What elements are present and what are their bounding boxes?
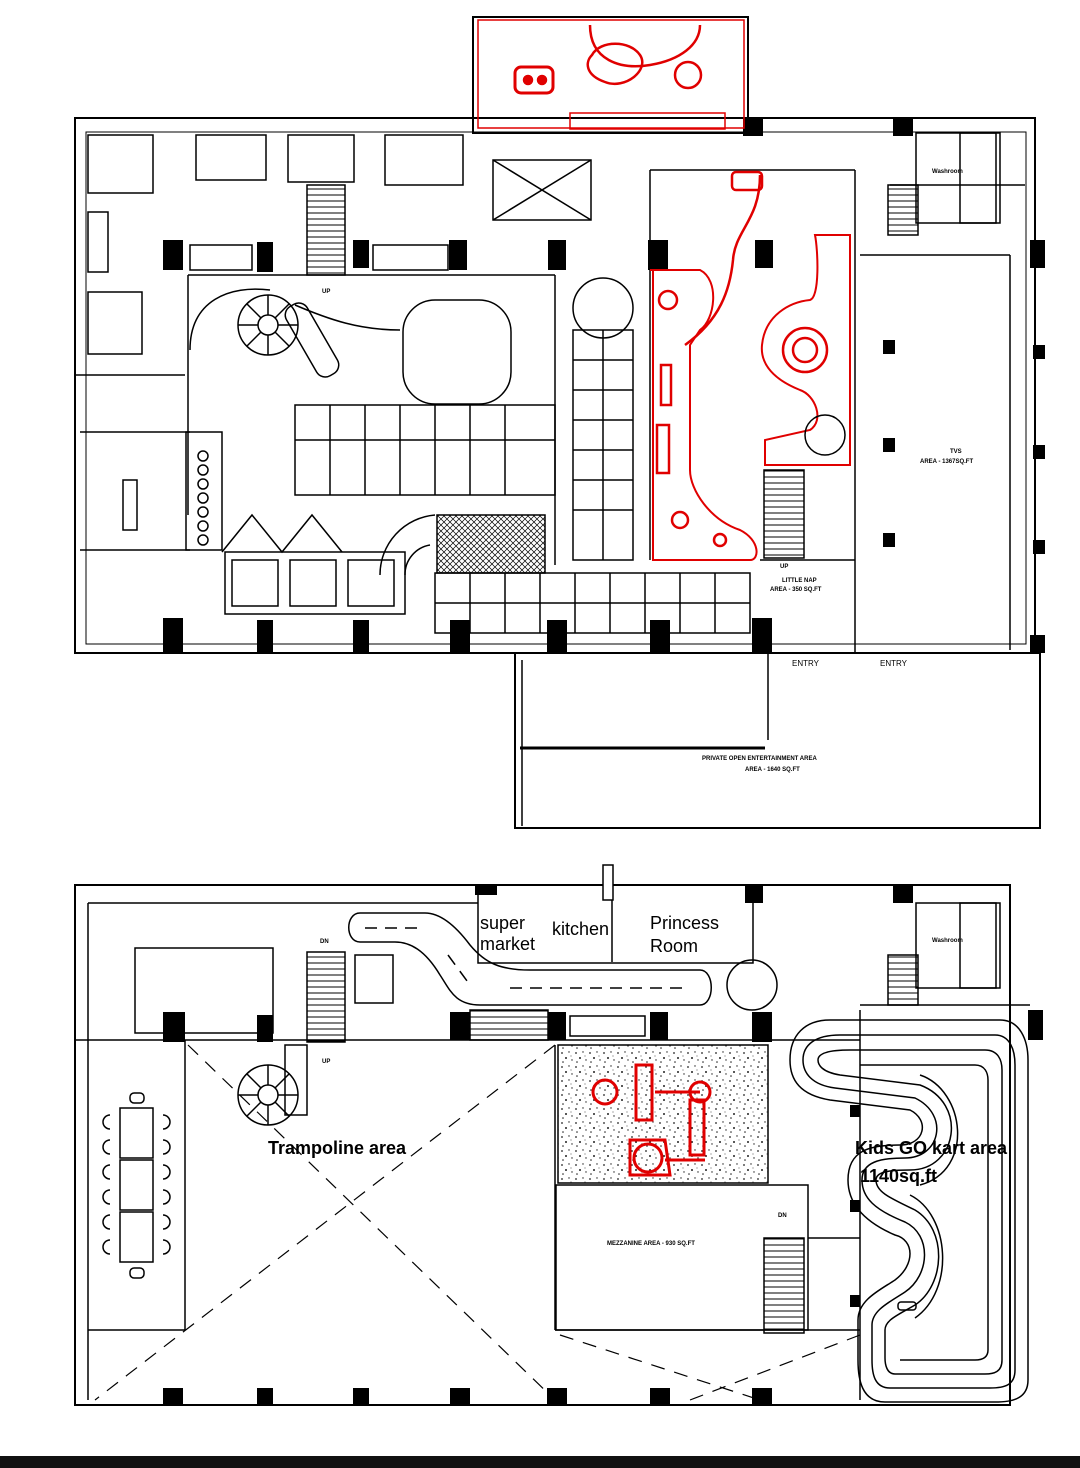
upper-red-play-equipment [477,19,851,561]
stairs-lower-2 [763,1237,805,1334]
private-open-area [514,652,1041,829]
entry-label-2: ENTRY [880,659,908,668]
stairs-upper-2 [763,469,805,559]
dn-label-1: DN [320,939,329,945]
little-nap-label: LITTLE NAP [782,578,817,584]
lower-columns [163,885,1043,1405]
private-area-label: PRIVATE OPEN ENTERTAINMENT AREA [702,756,817,762]
private-area-size-label: AREA - 1640 SQ.FT [745,767,800,773]
trampoline-label: Trampoline area [268,1138,407,1158]
washroom-label-lower: Washroom [932,938,963,944]
lower-red-play-equipment [591,1063,712,1177]
go-kart-label-1: Kids GO kart area [855,1138,1008,1158]
washroom-label-upper: Washroom [932,169,963,175]
princess-room-label-1: Princess [650,913,719,933]
go-kart-label-2: 1140sq.ft [860,1166,937,1186]
stairs-lower-1 [306,951,346,1043]
stairs-upper-3 [887,184,919,236]
supermarket-label-1: super [480,913,525,933]
up-label-1: UP [322,289,330,295]
go-kart-track [789,1019,1029,1403]
lower-floor-plan [74,864,1030,1406]
conference-table-1 [119,1107,154,1159]
little-nap-area-label: AREA - 350 SQ.FT [770,587,822,593]
trampoline-area-lines [94,1044,861,1401]
conference-table-3 [119,1211,154,1263]
tvs-label: TVS [950,449,962,455]
labels: Washroom TVS AREA - 1367SQ.FT LITTLE NAP… [268,169,1008,1247]
tvs-area-label: AREA - 1367SQ.FT [920,459,973,465]
supermarket-label-2: market [480,934,535,954]
up-label-2: UP [780,564,788,570]
upper-floor-plan [74,16,1041,829]
princess-room-label-2: Room [650,936,698,956]
supermarket-track [348,912,712,1006]
upper-columns [163,118,1045,653]
dn-label-2: DN [778,1213,787,1219]
annex-room [472,16,749,134]
up-label-lower: UP [322,1059,330,1065]
conference-table-2 [119,1159,154,1211]
kitchen-label: kitchen [552,919,609,939]
mezzanine-label: MEZZANINE AREA - 930 SQ.FT [607,1241,695,1247]
entry-label-1: ENTRY [792,659,820,668]
bottom-border-bar [0,1456,1080,1468]
stairs-upper-1 [306,184,346,276]
